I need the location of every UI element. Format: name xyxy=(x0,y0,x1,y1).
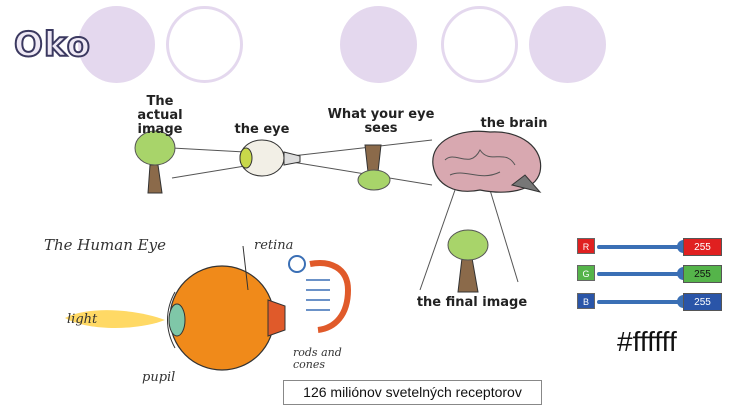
blue-slider-track[interactable] xyxy=(597,300,687,304)
eye-cross-section xyxy=(168,246,286,370)
green-slider-track[interactable] xyxy=(597,272,687,276)
label-final-image: the final image xyxy=(412,296,532,310)
blue-label: B xyxy=(577,293,595,309)
red-value[interactable]: 255 xyxy=(683,238,722,256)
green-label: G xyxy=(577,265,595,281)
label-what-eye-sees: What your eye sees xyxy=(326,108,436,136)
rgb-row-blue: B 255 xyxy=(577,293,722,311)
red-label: R xyxy=(577,238,595,254)
label-the-brain: the brain xyxy=(478,117,550,131)
label-human-eye-title: The Human Eye xyxy=(44,236,166,254)
blue-value[interactable]: 255 xyxy=(683,293,722,311)
small-eye xyxy=(240,140,300,176)
rgb-row-red: R 255 xyxy=(577,238,722,256)
label-the-eye: the eye xyxy=(232,123,292,137)
rgb-row-green: G 255 xyxy=(577,265,722,283)
label-pupil: pupil xyxy=(142,370,175,385)
label-actual-image: The actual image xyxy=(128,95,192,137)
caption-receptors: 126 miliónov svetelných receptorov xyxy=(283,380,542,405)
actual-image-tree xyxy=(135,131,175,193)
label-rods-cones: rods and cones xyxy=(293,347,355,371)
hex-color-readout: #ffffff xyxy=(617,326,677,358)
brain xyxy=(433,131,541,192)
inverted-tree xyxy=(358,145,390,190)
rods-and-cones xyxy=(289,256,348,330)
label-light: light xyxy=(67,312,97,327)
label-retina: retina xyxy=(254,238,293,253)
final-image-tree xyxy=(448,230,488,292)
green-value[interactable]: 255 xyxy=(683,265,722,283)
red-slider-track[interactable] xyxy=(597,245,687,249)
